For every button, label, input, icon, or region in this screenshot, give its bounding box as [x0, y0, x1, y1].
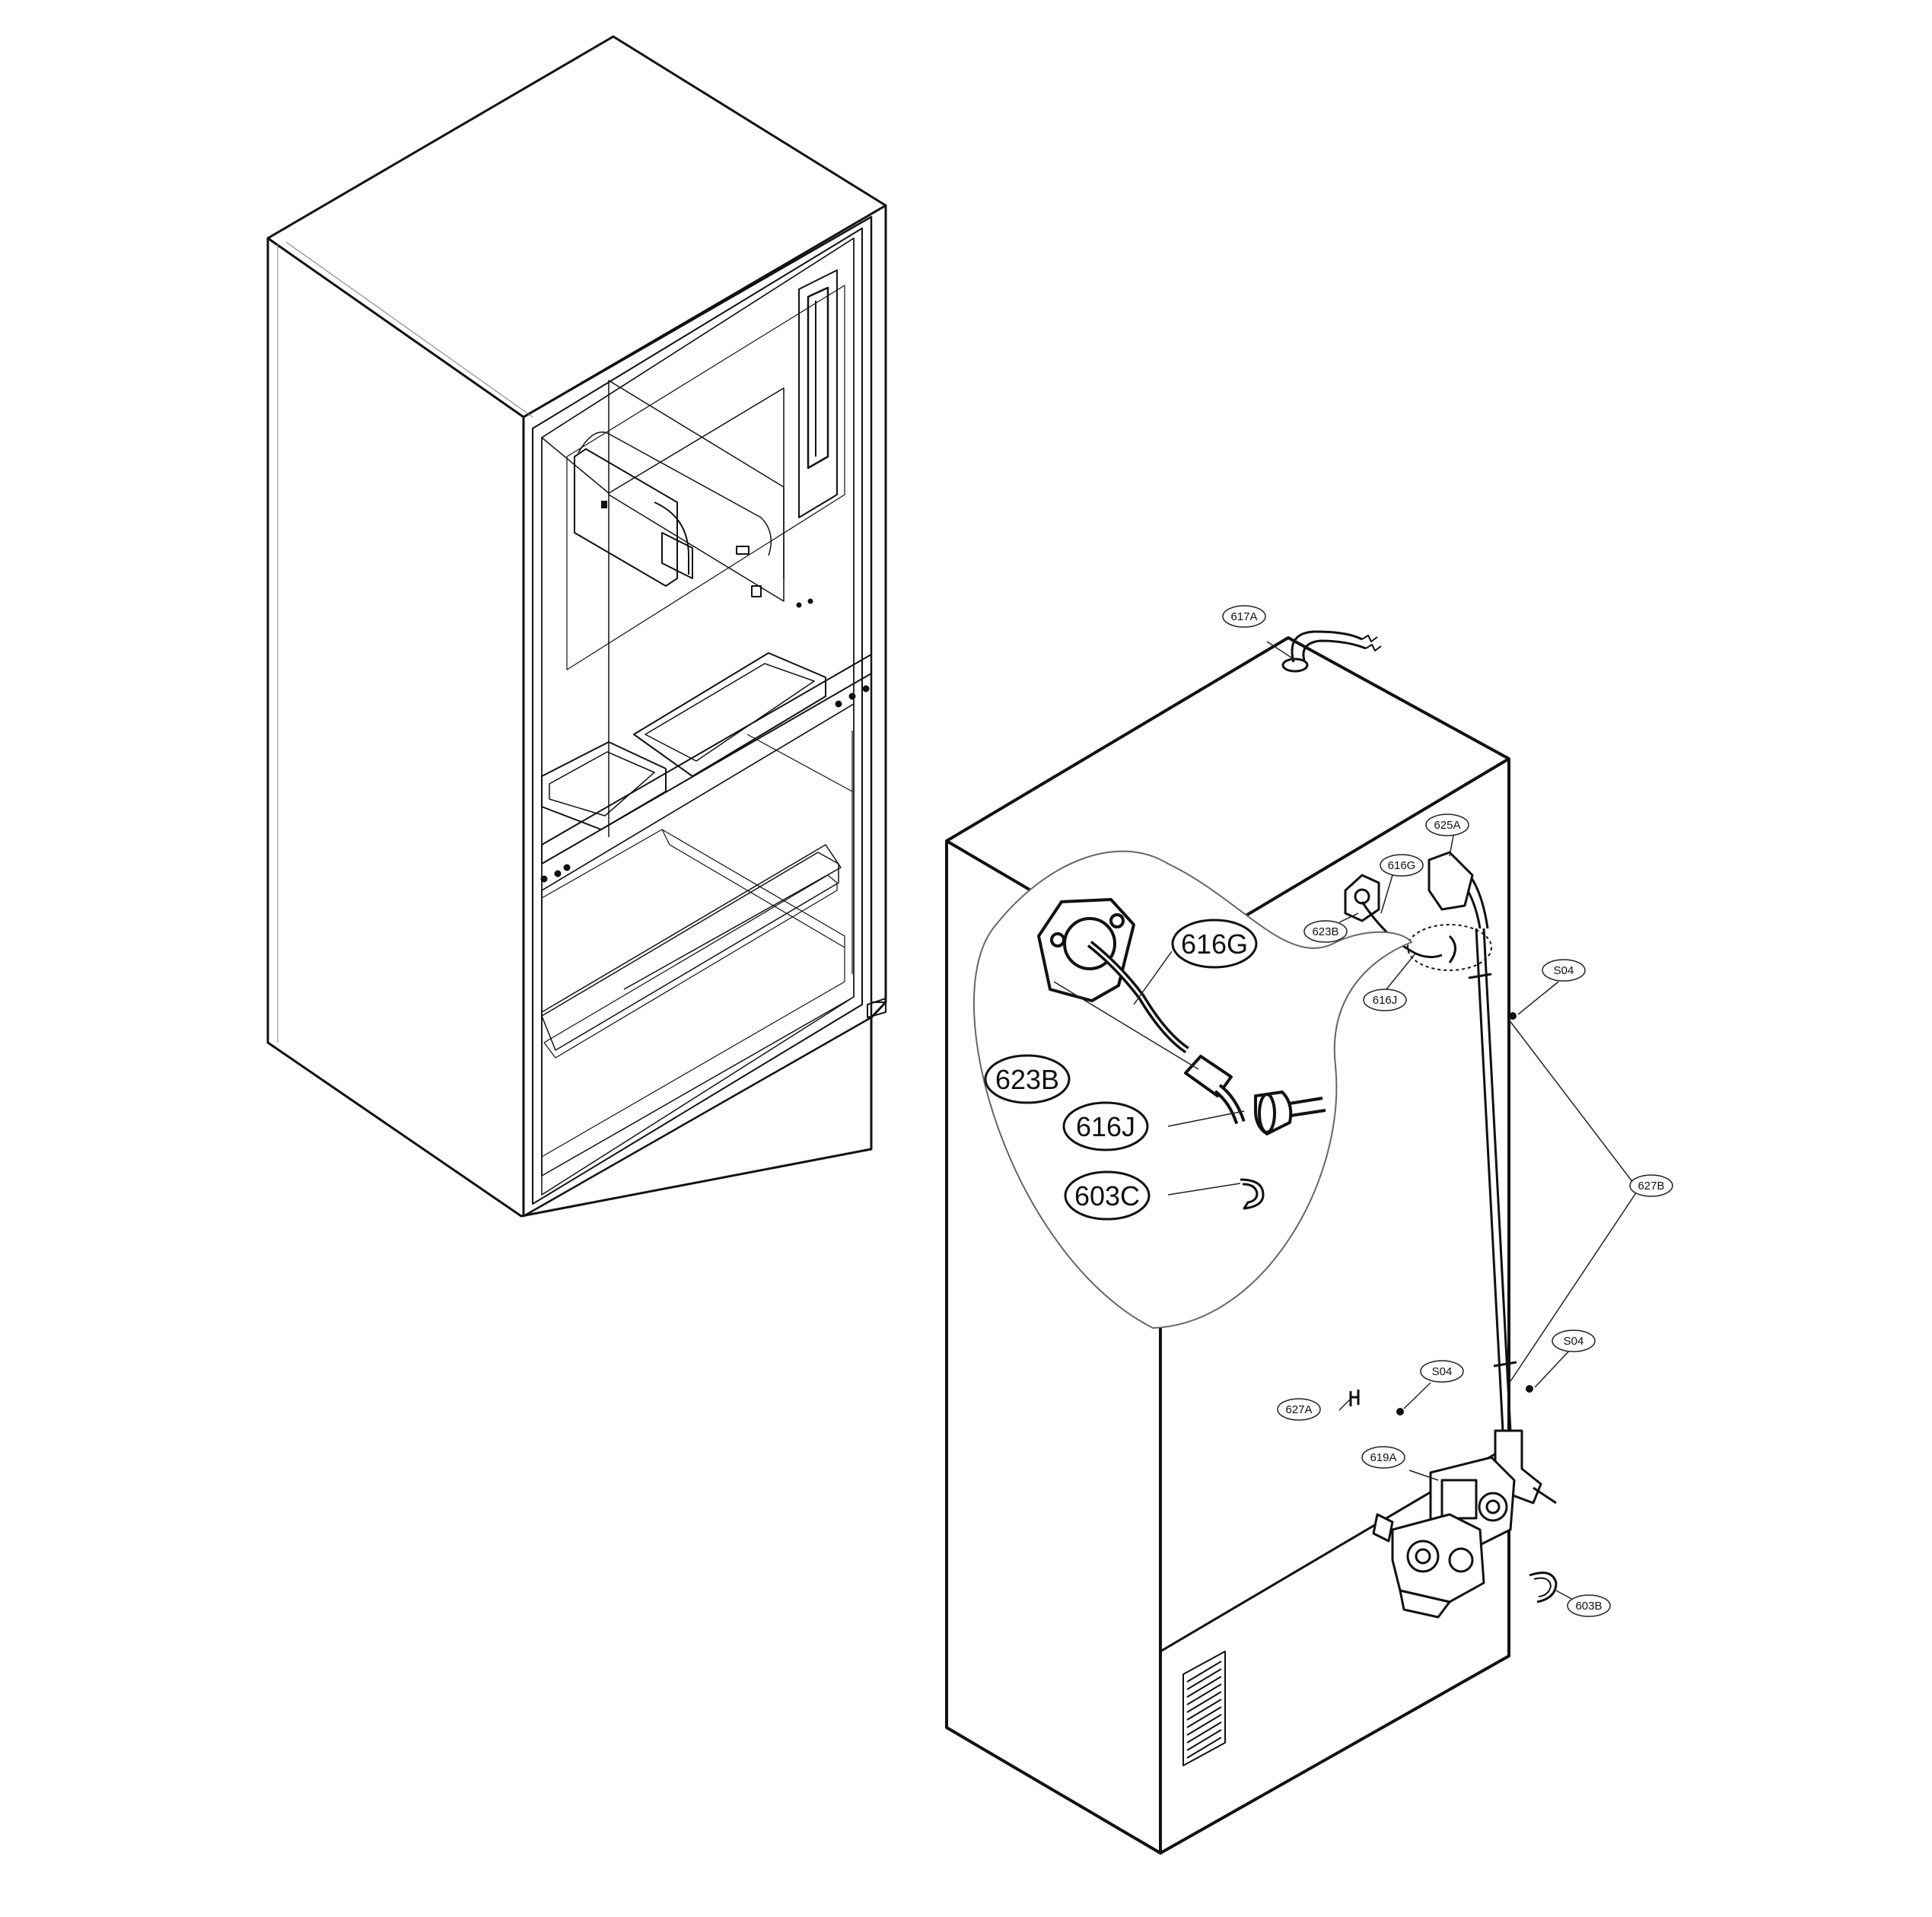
leader-lines — [1053, 641, 1639, 1607]
cabinet-front-view — [266, 35, 887, 1218]
callout-616G-small: 616G — [1380, 854, 1424, 877]
svg-text:616J: 616J — [1373, 994, 1398, 1007]
svg-text:S04: S04 — [1554, 964, 1574, 977]
callout-603B: 603B — [1567, 1594, 1611, 1617]
callout-616J-small: 616J — [1363, 989, 1407, 1011]
callout-619A: 619A — [1361, 1446, 1405, 1469]
callout-616J-detail: 616J — [1062, 1101, 1149, 1151]
svg-text:616J: 616J — [1076, 1111, 1135, 1142]
svg-text:603C: 603C — [1074, 1180, 1140, 1212]
svg-text:623B: 623B — [995, 1064, 1059, 1095]
callout-616G-detail: 616G — [1171, 919, 1258, 969]
callout-S04-mid: S04 — [1420, 1360, 1464, 1383]
callout-S04-right: S04 — [1552, 1329, 1596, 1352]
water-valve-assembly — [1372, 1429, 1557, 1619]
svg-text:603B: 603B — [1575, 1600, 1602, 1613]
callout-617A: 617A — [1222, 605, 1266, 628]
callout-623B-small: 623B — [1303, 920, 1348, 943]
svg-text:S04: S04 — [1432, 1365, 1453, 1378]
svg-text:S04: S04 — [1564, 1335, 1584, 1348]
callout-627B: 627B — [1629, 1174, 1673, 1197]
svg-text:627B: 627B — [1638, 1180, 1664, 1193]
callout-625A: 625A — [1425, 814, 1469, 836]
svg-text:619A: 619A — [1370, 1451, 1396, 1464]
svg-text:617A: 617A — [1230, 610, 1257, 623]
svg-text:625A: 625A — [1434, 819, 1460, 832]
svg-text:616G: 616G — [1388, 859, 1416, 872]
svg-text:616G: 616G — [1181, 928, 1248, 960]
callout-S04-top: S04 — [1542, 959, 1586, 982]
vent-grille — [1182, 1651, 1226, 1766]
svg-text:627A: 627A — [1285, 1403, 1312, 1416]
callout-603C-detail: 603C — [1064, 1170, 1151, 1221]
callout-627A: 627A — [1277, 1398, 1321, 1421]
svg-text:623B: 623B — [1312, 925, 1338, 938]
callout-623B-detail: 623B — [984, 1054, 1071, 1104]
